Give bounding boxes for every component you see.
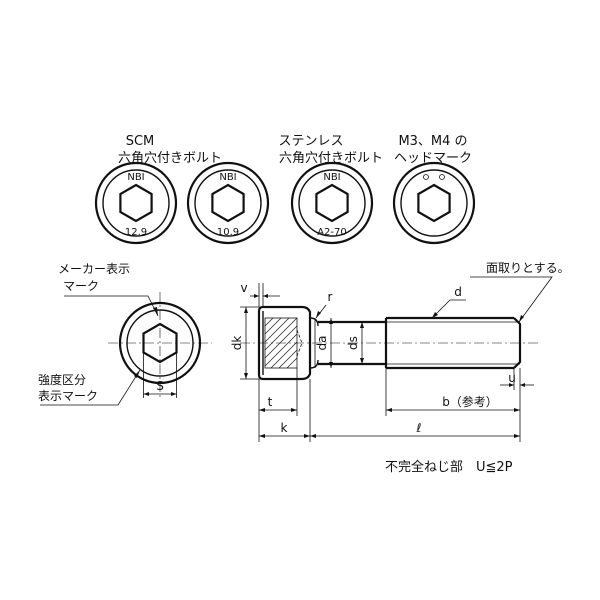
end-view: S メーカー表示 マーク 強度区分 表示マーク — [38, 262, 212, 406]
socket-hatch — [264, 317, 298, 369]
caption-stainless: ステンレス 六角穴付きボルト — [278, 134, 383, 166]
bolt-side-view — [240, 305, 540, 381]
chamfer-note: 面取りとする。 — [486, 261, 570, 275]
strength-mark-label-line2: 表示マーク — [38, 389, 98, 403]
incomplete-thread-note: 不完全ねじ部 U≦2P — [385, 459, 513, 475]
maker-mark-label-line2: マーク — [63, 279, 99, 293]
head-mark-grade: 10.9 — [217, 227, 239, 238]
dim-v-label: v — [240, 281, 247, 295]
caption-stainless-line1: ステンレス — [278, 134, 343, 149]
head-view-stainless: NBI A2-70 — [290, 161, 374, 245]
head-mark-nbi: NBI — [127, 172, 144, 183]
side-dimensions: v r dk da ds d 面取りとする。 — [230, 261, 570, 442]
caption-scm-line2: 六角穴付きボルト — [118, 151, 222, 166]
head-view-scm-12-9: NBI 12.9 — [94, 161, 178, 245]
dim-t-label: t — [268, 395, 273, 409]
dim-dk-label: dk — [230, 336, 244, 351]
maker-mark-label-line1: メーカー表示 — [58, 262, 130, 276]
head-dot-mark — [423, 174, 429, 180]
strength-mark-label-line1: 強度区分 — [38, 372, 86, 387]
dim-r-label: r — [328, 290, 333, 304]
caption-scm: SCM 六角穴付きボルト — [118, 134, 222, 166]
dim-da-label: da — [315, 336, 329, 351]
caption-m3m4-line1: M3、M4 の — [398, 134, 467, 149]
dim-l-label: ℓ — [416, 421, 422, 435]
dim-ds-label: ds — [346, 336, 360, 350]
dim-k-label: k — [281, 421, 288, 435]
head-mark-grade: A2-70 — [317, 227, 347, 238]
head-view-m3-m4 — [392, 161, 476, 245]
caption-m3m4: M3、M4 の ヘッドマーク — [394, 134, 472, 166]
dim-d-label: d — [454, 285, 462, 299]
head-mark-nbi: NBI — [219, 172, 236, 183]
head-mark-grade: 12.9 — [125, 227, 147, 238]
caption-scm-line1: SCM — [126, 134, 155, 149]
dim-b-label: b（参考） — [442, 394, 498, 409]
dim-s-label: S — [156, 379, 164, 393]
head-dot-mark — [439, 174, 445, 180]
caption-m3m4-line2: ヘッドマーク — [394, 151, 472, 166]
caption-stainless-line2: 六角穴付きボルト — [279, 151, 383, 166]
head-mark-nbi: NBI — [323, 172, 340, 183]
dim-u-label: u — [508, 371, 516, 385]
head-view-10-9: NBI 10.9 — [186, 161, 270, 245]
